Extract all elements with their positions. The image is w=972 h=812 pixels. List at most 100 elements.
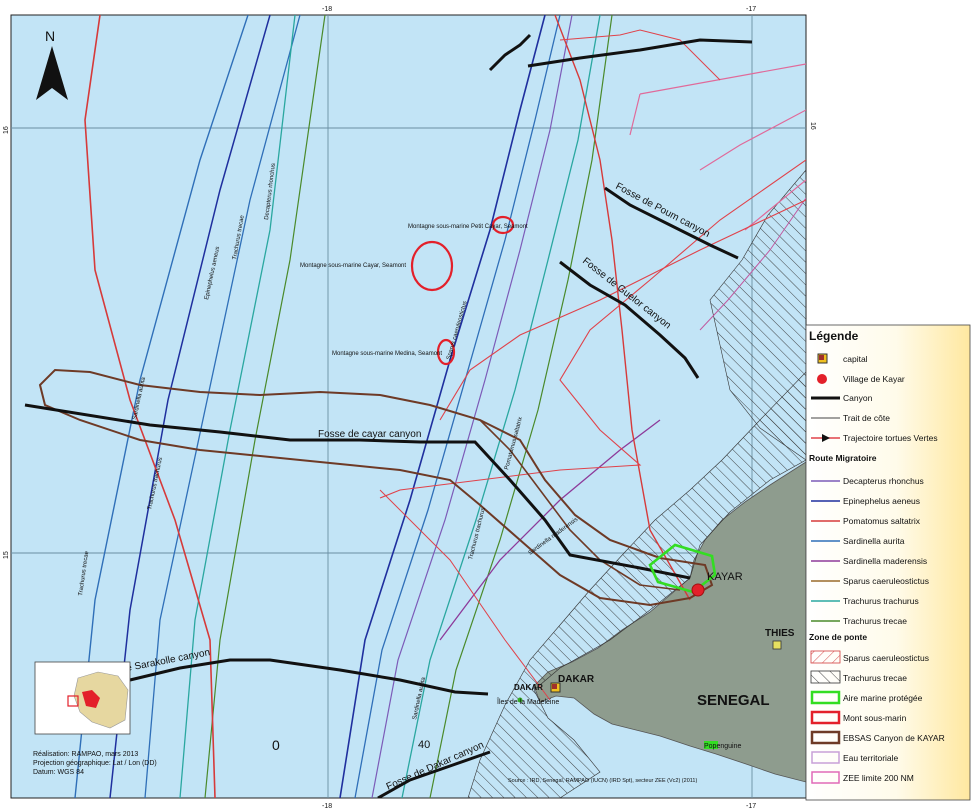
canyon-top-1	[488, 33, 532, 72]
north-arrow: N	[36, 28, 68, 100]
route-sardinella-aurita-2	[144, 15, 301, 798]
zone-sparus-hatch	[709, 169, 806, 461]
territorial-water-line	[699, 197, 806, 331]
mpa-popenguine	[704, 741, 718, 749]
legend-zee-icon	[811, 771, 840, 784]
mpa-kayar	[648, 543, 717, 594]
legend-route-label-5: Sparus caeruleostictus	[843, 576, 929, 586]
label-dakar: DAKAR	[558, 674, 595, 685]
credits-line-3: Datum: WGS 84	[33, 769, 84, 776]
village-kayar-marker	[691, 583, 705, 597]
label-seamount-petit-cayar: Montagne sous-marine Petit Cayar, Seamon…	[408, 224, 528, 230]
route-sardinella-mid	[354, 15, 561, 798]
credits-line-1: Réalisation: RAMPAO, mars 2013	[33, 751, 138, 758]
legend-ebsas-icon	[810, 730, 841, 745]
turtle-track-4	[559, 29, 721, 81]
lat-left-16: 16	[3, 126, 10, 134]
north-arrow-icon	[36, 46, 68, 100]
legend-trachurus-hatch-label: Trachurus trecae	[843, 673, 907, 683]
legend-mount-label: Mont sous-marin	[843, 713, 907, 723]
route-decapterus-mid	[429, 15, 613, 798]
lon-bottom-17: -17	[746, 803, 756, 810]
route-trachurus-trachurus	[179, 15, 296, 798]
legend-route-label-1: Epinephelus aeneus	[843, 496, 920, 506]
canyon-dakar	[377, 750, 491, 798]
zone-trachurus-hatch	[467, 371, 806, 798]
canyon-cayar	[24, 403, 691, 580]
route-pomatomus-east	[554, 15, 691, 601]
ebsas-canyon-kayar	[38, 368, 714, 607]
label-canyon-cayar: Fosse de cayar canyon	[318, 429, 421, 440]
seamount-medina	[436, 338, 456, 366]
ebsas-canyon-kayar-inner	[479, 419, 681, 591]
legend-turtle-label: Trajectoire tortues Vertes	[843, 433, 938, 443]
legend-route-label-6: Trachurus trachurus	[843, 596, 919, 606]
seamount-petit-cayar	[491, 215, 515, 235]
legend-trachurus-hatch-icon	[810, 670, 841, 684]
legend-mount-icon	[810, 710, 841, 725]
route-trachurus-mid	[401, 15, 601, 798]
scale-zero: 0	[272, 737, 280, 753]
legend: Légende capital Village de Kayar Canyon …	[805, 324, 971, 801]
legend-capital-icon-inner	[819, 355, 824, 360]
source-note: Source : IRD, Senegal, RAMPAO (IUCN) (IR…	[508, 778, 697, 784]
label-seamount-cayar: Montagne sous-marine Cayar, Seamont	[300, 263, 406, 269]
canyon-poum	[604, 186, 739, 260]
route-sparus	[371, 15, 573, 798]
label-kayar: KAYAR	[707, 571, 743, 583]
legend-coast-label: Trait de côte	[843, 413, 890, 423]
legend-canyon-label: Canyon	[843, 393, 873, 403]
label-popenguine: Popenguine	[704, 743, 741, 750]
legend-route-label-4: Sardinella maderensis	[843, 556, 927, 566]
label-iles: Îles de la Madeleine	[496, 697, 559, 706]
legend-mpa-icon	[810, 690, 841, 705]
legend-zone-title: Zone de ponte	[809, 632, 867, 642]
label-seamount-medina: Montagne sous-marine Medina, Seamont	[332, 351, 442, 357]
legend-sparus-hatch-icon	[810, 650, 841, 664]
lon-bottom-18: -18	[322, 803, 332, 810]
legend-turtle-arrow-icon	[822, 434, 830, 442]
turtle-track-3	[379, 489, 551, 701]
city-thies-marker	[772, 640, 782, 650]
legend-mpa-label: Aire marine protégée	[843, 693, 923, 703]
route-pomatomus-west	[84, 15, 216, 798]
legend-village-label: Village de Kayar	[843, 374, 905, 384]
legend-ebsas-label: EBSAS Canyon de KAYAR	[843, 733, 945, 743]
scale-forty: 40	[418, 739, 430, 751]
label-thies: THIES	[765, 628, 795, 639]
inset-map	[34, 661, 131, 735]
route-decapterus	[204, 15, 326, 798]
lon-top-17: -17	[746, 6, 756, 13]
lat-left-15: 15	[3, 551, 10, 559]
credits: Réalisation: RAMPAO, mars 2013 Projectio…	[33, 751, 157, 776]
legend-route-label-7: Trachurus trecae	[843, 616, 907, 626]
legend-territorial-icon	[811, 751, 840, 764]
canyon-top-2	[527, 38, 753, 68]
legend-territorial-label: Eau territoriale	[843, 753, 899, 763]
label-dakar-small: DAKAR	[514, 683, 543, 692]
legend-route-label-0: Decapterus rhonchus	[843, 476, 924, 486]
legend-capital-label: capital	[843, 354, 868, 364]
legend-route-label-2: Pomatomus saltatrix	[843, 516, 921, 526]
legend-route-title: Route Migratoire	[809, 453, 877, 463]
lon-top-18: -18	[322, 6, 332, 13]
legend-sparus-hatch-label: Sparus caeruleostictus	[843, 653, 929, 663]
credits-line-2: Projection géographique: Lat / Lon (DD)	[33, 760, 157, 767]
islands-dot	[517, 697, 523, 703]
legend-title: Légende	[809, 329, 859, 343]
seamount-cayar	[410, 240, 454, 292]
canyon-sarakolle	[129, 658, 489, 696]
canyon-guelor	[559, 260, 700, 379]
lat-right-16: 16	[809, 122, 816, 130]
legend-village-icon	[817, 374, 827, 384]
scale-bar: 0 40	[272, 737, 430, 753]
legend-route-label-3: Sardinella aurita	[843, 536, 905, 546]
capital-dakar-marker-2	[552, 684, 557, 689]
north-label: N	[45, 28, 55, 44]
label-senegal: SENEGAL	[697, 692, 770, 709]
legend-box	[805, 324, 971, 801]
turtle-track-1	[439, 199, 806, 421]
